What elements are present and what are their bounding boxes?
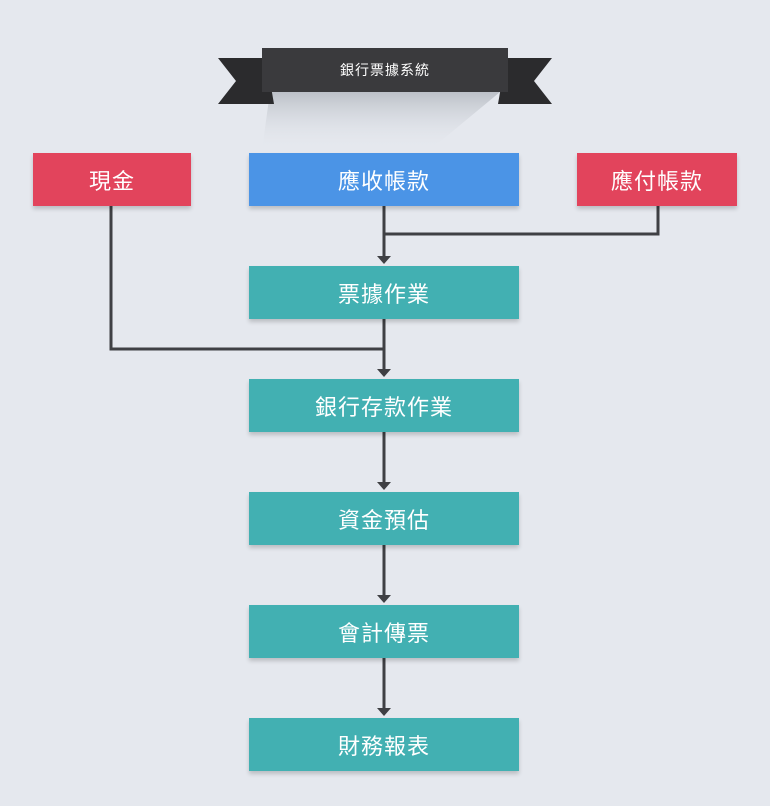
arrowhead-to-report (377, 708, 391, 716)
connectors (109, 206, 660, 708)
node-cash: 現金 (33, 153, 191, 206)
ribbon-shadow (262, 92, 500, 150)
connector-cash-to-deposit (109, 206, 384, 351)
node-bank-deposit: 銀行存款作業 (249, 379, 519, 432)
ribbon-left-tail (218, 58, 274, 104)
diagram-title: 銀行票據系統 (340, 63, 430, 79)
arrowhead-to-forecast (377, 482, 391, 490)
connector-payable-to-notes (384, 206, 660, 236)
arrowhead-to-voucher (377, 595, 391, 603)
arrowheads (377, 256, 391, 716)
arrowhead-to-deposit (377, 369, 391, 377)
ribbon-right-tail (498, 58, 552, 104)
node-note-operations: 票據作業 (249, 266, 519, 319)
node-accounting-voucher: 會計傳票 (249, 605, 519, 658)
node-accounts-receivable: 應收帳款 (249, 153, 519, 206)
node-financial-report: 財務報表 (249, 718, 519, 771)
node-accounts-payable: 應付帳款 (577, 153, 737, 206)
ribbon-body (262, 48, 508, 92)
title-ribbon (218, 48, 552, 150)
arrowhead-to-notes (377, 256, 391, 264)
node-fund-forecast: 資金預估 (249, 492, 519, 545)
